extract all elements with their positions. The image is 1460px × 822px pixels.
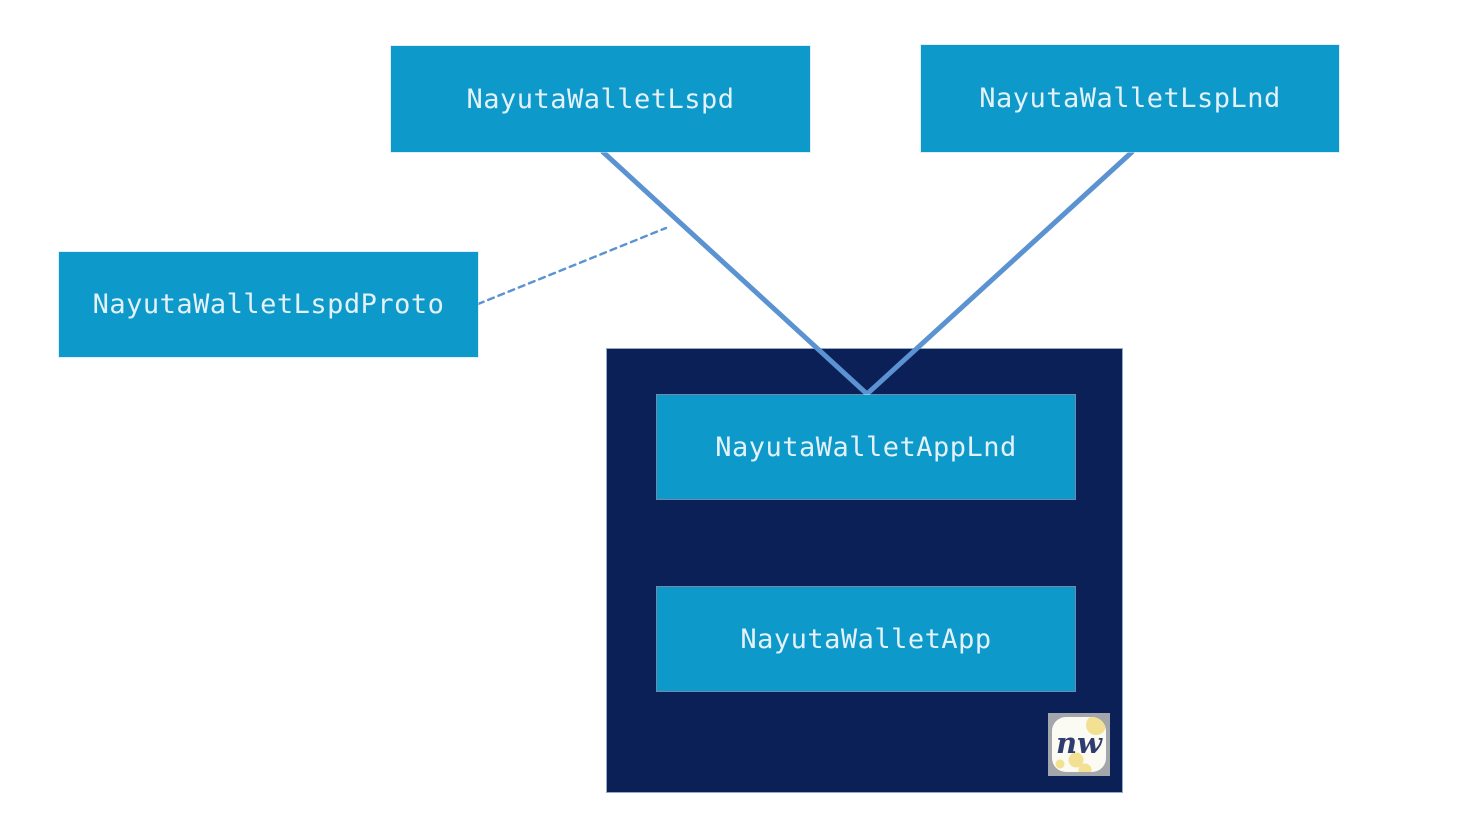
nayuta-wallet-logo: nw <box>1048 713 1110 776</box>
nw-logo-icon: nw <box>1048 713 1110 776</box>
node-label: NayutaWalletLspLnd <box>979 83 1281 114</box>
node-nayutawalletapplnd: NayutaWalletAppLnd <box>657 395 1075 499</box>
node-label: NayutaWalletLspd <box>466 83 735 115</box>
edge-lspdproto-to-link <box>476 226 668 306</box>
node-nayutawalletlspd: NayutaWalletLspd <box>391 46 810 152</box>
node-nayutawalletapp: NayutaWalletApp <box>657 587 1075 691</box>
logo-text: nw <box>1056 726 1103 760</box>
node-label: NayutaWalletApp <box>740 623 992 655</box>
node-label: NayutaWalletLspdProto <box>92 289 445 320</box>
node-label: NayutaWalletAppLnd <box>715 431 1017 463</box>
node-nayutawalletlspdproto: NayutaWalletLspdProto <box>59 252 478 357</box>
node-nayutawalletlsplnd: NayutaWalletLspLnd <box>921 45 1339 152</box>
